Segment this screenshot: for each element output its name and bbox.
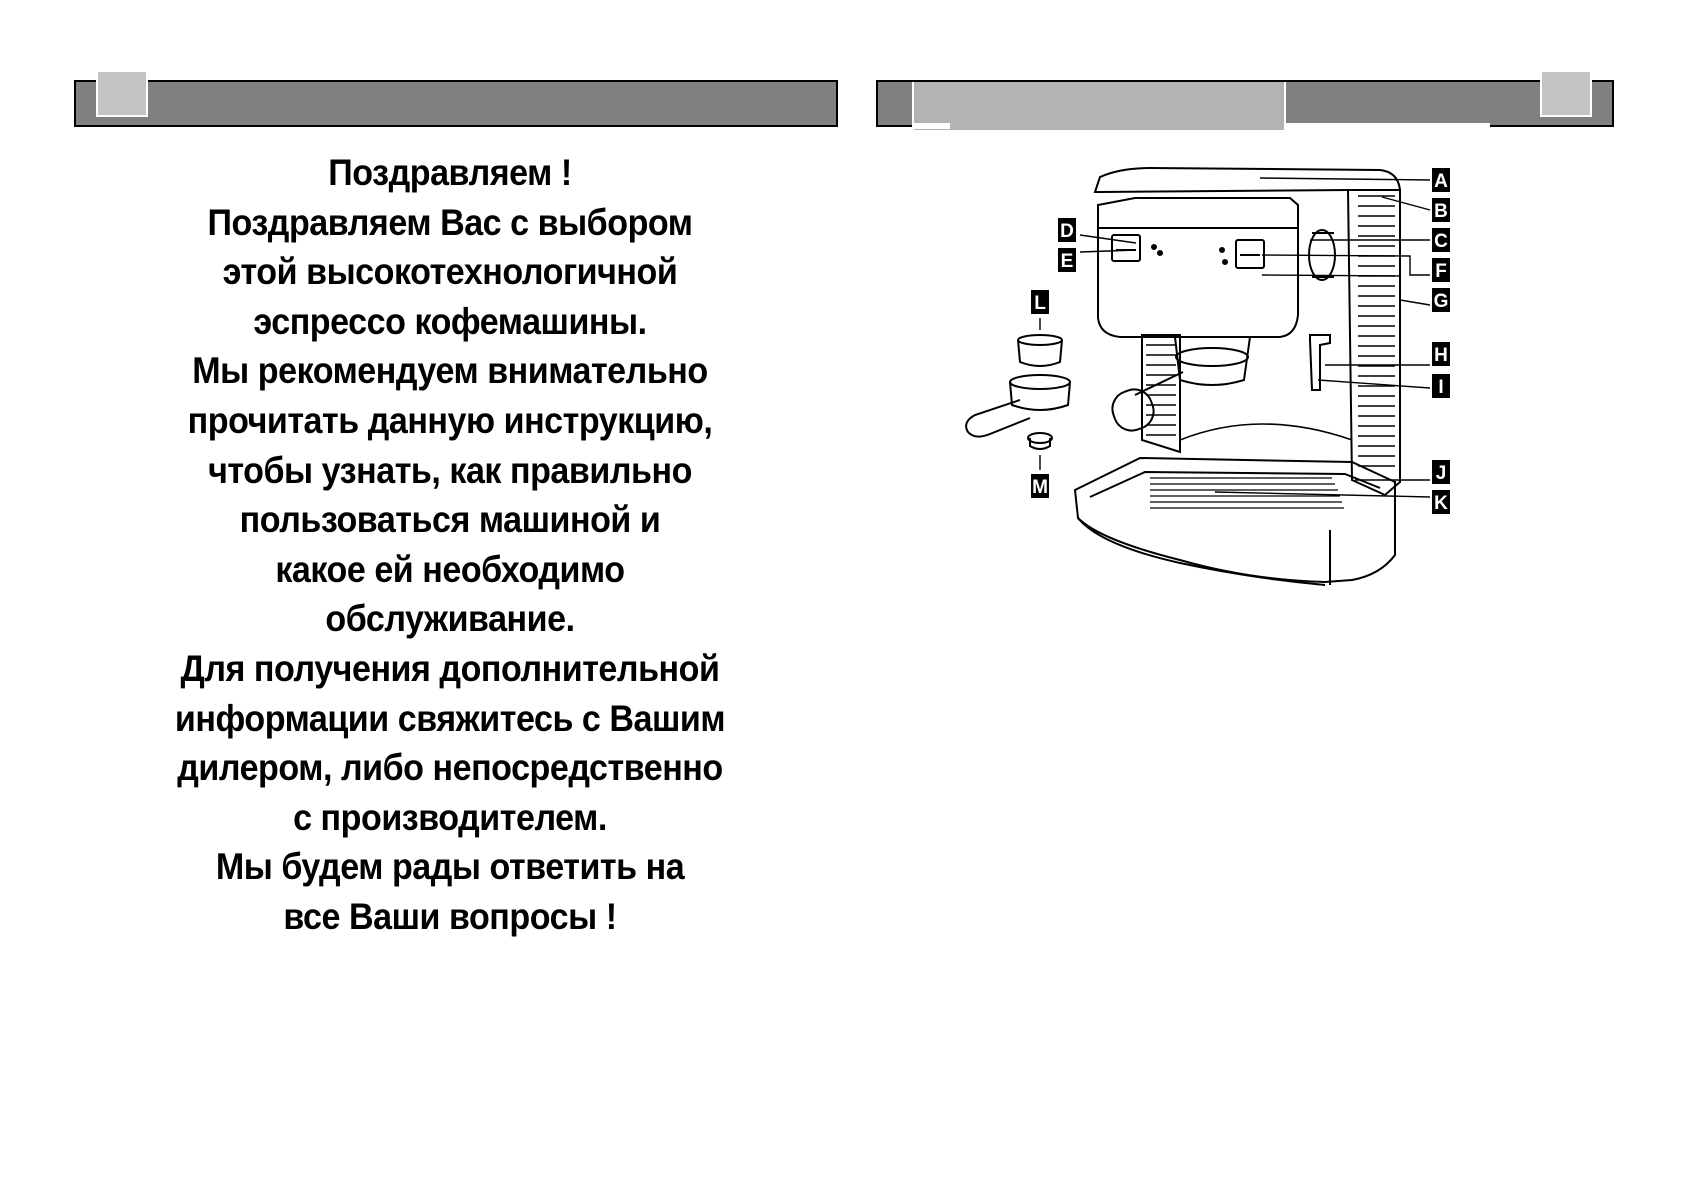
greeting-line: чтобы узнать, как правильно (208, 449, 692, 491)
steam-wand (1309, 334, 1331, 391)
right-header-bar (876, 70, 1614, 130)
callout-label: C (1434, 231, 1448, 252)
greeting-line: с производителем. (293, 796, 607, 838)
espresso-machine-diagram: A B C D E F G H I J K L M (965, 166, 1450, 586)
greeting-line: информации свяжитесь с Вашим (174, 697, 726, 739)
machine-top-lid (1093, 166, 1402, 193)
cup-area (1179, 423, 1353, 441)
greeting-title: Поздравляем ! (328, 152, 572, 193)
greeting-line: Поздравляем Вас с выбором (207, 201, 693, 243)
callout-label: G (1434, 291, 1449, 312)
callout-label: A (1434, 171, 1448, 192)
greeting-line: пользоваться машиной и (239, 499, 661, 541)
machine-control-head (1097, 197, 1336, 338)
right-header-gap (1286, 123, 1490, 129)
greeting-line: Мы будем рады ответить на (215, 846, 685, 888)
callout-label: I (1438, 377, 1443, 398)
left-header-bar (74, 70, 838, 127)
greeting-line: прочитать данную инструкцию, (187, 399, 713, 441)
machine-group-head (1111, 336, 1252, 432)
right-header-tab (1540, 70, 1592, 117)
callout-label: E (1061, 251, 1074, 272)
callout-label: H (1434, 345, 1448, 366)
machine-left-column (1141, 334, 1181, 454)
callout-label: J (1436, 463, 1447, 484)
callout-label: L (1034, 293, 1046, 314)
callout-label: B (1434, 201, 1448, 222)
right-header-gap (914, 123, 950, 129)
machine-drip-tray (1073, 456, 1396, 586)
greeting-line: обслуживание. (325, 598, 575, 640)
callout-leader-lines (1039, 177, 1431, 498)
callout-labels: A B C D E F G H I J K L M (1031, 168, 1450, 514)
greeting-line: какое ей необходимо (275, 548, 625, 590)
machine-side-column (1346, 189, 1401, 497)
callout-label: D (1060, 221, 1074, 242)
filter-basket-parts (965, 334, 1071, 450)
greeting-line: Для получения дополнительной (180, 647, 720, 689)
greeting-line: дилером, либо непосредственно (177, 747, 723, 789)
greeting-text: Поздравляем ! Поздравляем Вас с выбором … (128, 148, 772, 942)
callout-label: K (1434, 493, 1448, 514)
left-header-tab (96, 70, 148, 117)
greeting-line: Мы рекомендуем внимательно (192, 350, 708, 392)
callout-label: F (1435, 261, 1447, 282)
callout-label: M (1032, 477, 1048, 498)
greeting-line: все Ваши вопросы ! (283, 895, 617, 937)
right-header-light-panel (912, 82, 1286, 130)
greeting-line: этой высокотехнологичной (222, 251, 678, 293)
greeting-line: эспрессо кофемашины. (253, 300, 647, 342)
